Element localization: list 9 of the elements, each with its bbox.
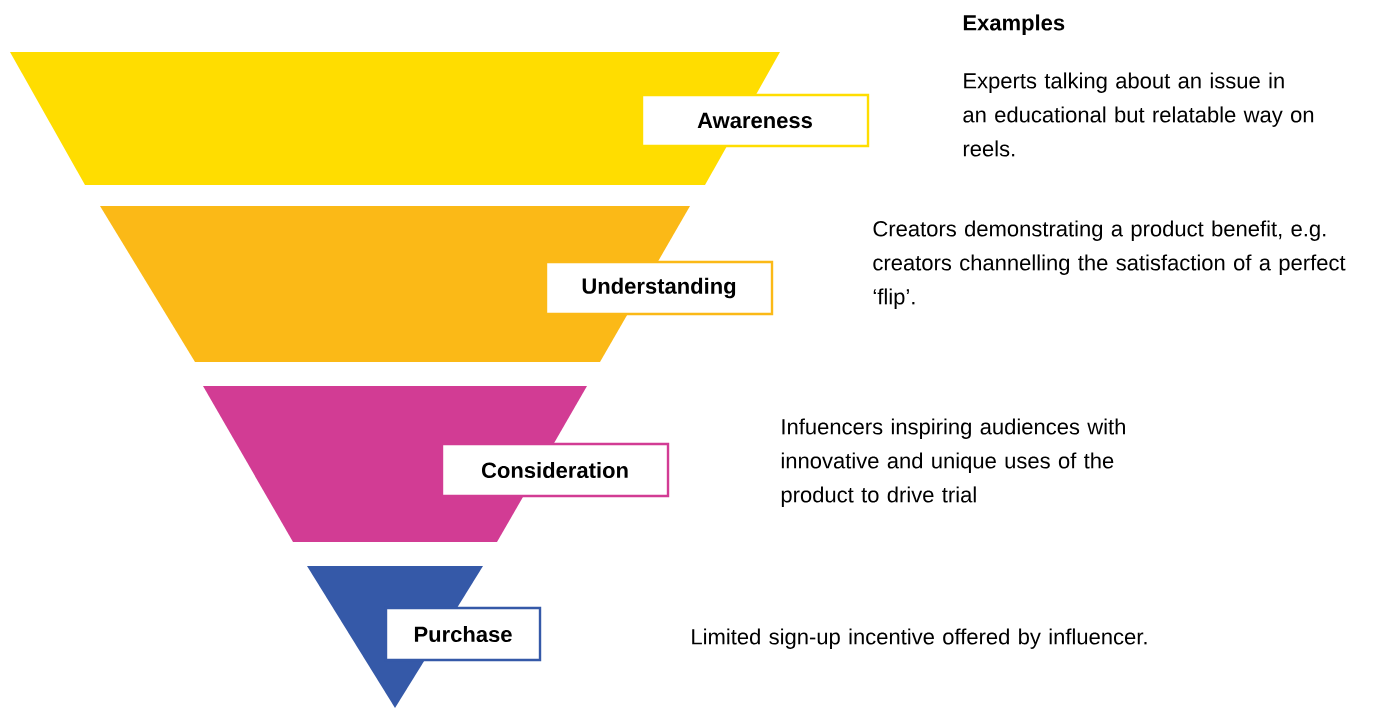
heading: Examples — [963, 14, 1065, 35]
stage-label-box: Purchase — [384, 606, 542, 662]
example-text: Infuencers inspiring audiences with innovative and unique uses of the product to drive trial — [781, 418, 1125, 507]
stage-label-box: Understanding — [544, 260, 774, 316]
example-text: Creators demonstrating a product benefit, e.g. creators channelling the satisfaction of a perfect ‘flip’. — [873, 220, 1346, 309]
example-text: Limited sign-up incentive offered by influencer. — [692, 628, 1147, 649]
stage-label-box: Consideration — [440, 442, 670, 498]
example-text: Experts talking about an issue in an educational but relatable way on reels. — [963, 72, 1314, 157]
stage-label-box: Awareness — [640, 93, 870, 148]
